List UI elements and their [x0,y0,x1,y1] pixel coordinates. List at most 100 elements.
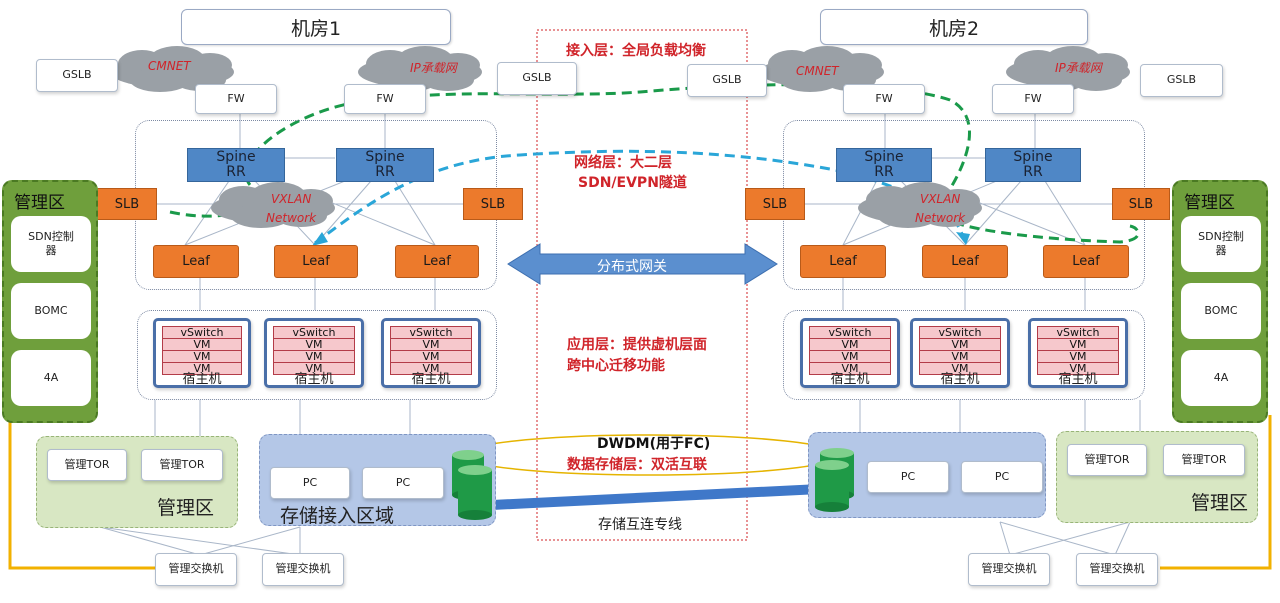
host-2a: vSwitch VM VM VM 宿主机 [800,318,900,388]
host-2c: vSwitch VM VM VM 宿主机 [1028,318,1128,388]
mgmt-zone-label: 管理区 [1191,492,1249,514]
vxlan-label-2a: VXLAN [920,192,961,206]
blue-arrowhead-left [312,232,328,246]
network-layer-text-1: 网络层：大二层 [574,155,672,171]
fw-2b: FW [992,84,1074,114]
gslb-2b: GSLB [1140,64,1223,97]
rr-text: RR [874,164,894,180]
host-zone-1 [137,310,497,400]
host-label: 宿主机 [294,372,334,387]
spine-text: Spine [864,148,904,165]
aaa-4a: 4A [11,350,91,406]
mgmt-tor: 管理TOR [47,449,127,481]
slb-2a: SLB [745,188,805,220]
ip-label-2: IP承载网 [1055,61,1102,75]
dwdm-text: DWDM(用于FC) [597,436,711,452]
fw-2a: FW [843,84,925,114]
mgmt-zone-right: 管理TOR 管理TOR 管理区 [1056,431,1258,523]
storage-zone-right: PC PC [808,432,1046,518]
slb-2b: SLB [1112,188,1170,220]
gslb-1a: GSLB [36,59,118,92]
rr-text: RR [375,164,395,180]
app-layer-text-1: 应用层：提供虚机层面 [567,337,707,353]
mgmt-tor: 管理TOR [1067,444,1147,476]
pc: PC [961,461,1043,493]
mgmt-tor: 管理TOR [1163,444,1245,476]
rr-text: RR [1023,164,1043,180]
room-1-title: 机房1 [181,9,451,45]
cmnet-label-2: CMNET [796,64,839,78]
network-layer-text-2: SDN/EVPN隧道 [578,175,687,191]
room-2-title: 机房2 [820,9,1088,45]
gateway-arrow [507,243,778,285]
host-1c: vSwitch VM VM VM 宿主机 [381,318,481,388]
slb-1a: SLB [97,188,157,220]
leaf-1a: Leaf [153,245,239,278]
center-panel [536,29,748,541]
mgmt-column-title: 管理区 [1184,193,1235,213]
spine-text: Spine [365,148,405,165]
spine-text: Spine [1013,148,1053,165]
mgmt-tor: 管理TOR [141,449,223,481]
host-label: 宿主机 [940,372,980,387]
mgmt-column-title: 管理区 [14,193,65,213]
aaa-4a: 4A [1181,350,1261,406]
vm-row: VM [162,362,242,375]
mgmt-loop-left [8,415,155,570]
vxlan-label-1b: Network [266,211,317,225]
gslb-1b: GSLB [497,62,577,95]
pc: PC [867,461,949,493]
gslb-2a: GSLB [687,64,767,97]
host-2b: vSwitch VM VM VM 宿主机 [910,318,1010,388]
rr-text: RR [226,164,246,180]
ip-label-1: IP承载网 [410,61,457,75]
pc: PC [362,467,444,499]
mgmt-switch-1a: 管理交换机 [155,553,237,586]
host-label: 宿主机 [830,372,870,387]
leaf-2a: Leaf [800,245,886,278]
fw-1b: FW [344,84,426,114]
spine-text: Spine [216,148,256,165]
storage-zone-left: PC PC 存储接入区域 [259,434,496,527]
mgmt-zone-left: 管理TOR 管理TOR 管理区 [36,436,238,528]
leaf-1c: Leaf [395,245,479,278]
slb-1b: SLB [463,188,523,220]
storage-link-label: 存储互连专线 [598,517,682,533]
host-zone-2 [783,310,1145,400]
app-layer-text-2: 跨中心迁移功能 [567,358,665,374]
host-1b: vSwitch VM VM VM 宿主机 [264,318,364,388]
sdn-controller: SDN控制器 [11,216,91,272]
host-label: 宿主机 [411,372,451,387]
vm-row: VM [273,362,355,375]
vxlan-label-1a: VXLAN [271,192,312,206]
bomc: BOMC [11,283,91,339]
blue-arrowhead-right [956,232,970,245]
leaf-1b: Leaf [274,245,358,278]
vm-row: VM [1037,362,1119,375]
mgmt-loop-right [1160,415,1272,570]
mgmt-switch-2b: 管理交换机 [1076,553,1158,586]
host-label: 宿主机 [182,372,222,387]
storage-link-bar [492,484,820,510]
mgmt-column-left: 管理区 SDN控制器 BOMC 4A [2,180,98,423]
pc: PC [270,467,350,499]
bomc: BOMC [1181,283,1261,339]
access-layer-text: 接入层：全局负载均衡 [566,43,706,59]
host-label: 宿主机 [1058,372,1098,387]
vm-row: VM [809,350,891,363]
sdn-controller: SDN控制器 [1181,216,1261,272]
data-layer-text: 数据存储层：双活互联 [567,457,707,473]
leaf-2c: Leaf [1043,245,1129,278]
vm-row: VM [809,362,891,375]
mgmt-switch-2a: 管理交换机 [968,553,1050,586]
host-1a: vSwitch VM VM VM 宿主机 [153,318,251,388]
vm-row: VM [919,362,1001,375]
storage-zone-label: 存储接入区域 [280,505,395,527]
mgmt-column-right: 管理区 SDN控制器 BOMC 4A [1172,180,1268,423]
leaf-2b: Leaf [922,245,1008,278]
cmnet-label-1: CMNET [148,59,191,73]
gateway-label: 分布式网关 [597,259,667,275]
